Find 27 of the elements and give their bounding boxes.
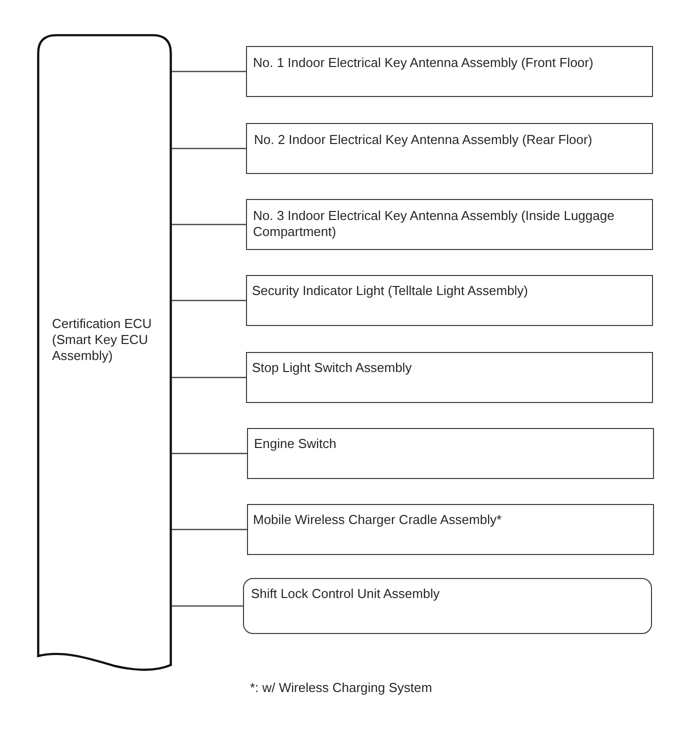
connector-line	[172, 605, 243, 607]
component-label: Security Indicator Light (Telltale Light Assembly)	[252, 283, 530, 299]
component-box	[243, 578, 652, 634]
component-box	[246, 352, 653, 403]
component-label: No. 2 Indoor Electrical Key Antenna Assembly (Rear Floor)	[254, 132, 594, 148]
component-box	[246, 199, 653, 250]
footnote: *: w/ Wireless Charging System	[250, 680, 432, 696]
component-box	[246, 46, 653, 97]
component-label: Stop Light Switch Assembly	[252, 360, 413, 376]
component-label: No. 3 Indoor Electrical Key Antenna Assembly (Inside Luggage Compartment)	[253, 208, 616, 240]
component-label: Mobile Wireless Charger Cradle Assembly*	[253, 512, 503, 528]
connector-line	[172, 452, 247, 454]
component-label: No. 1 Indoor Electrical Key Antenna Assembly (Front Floor)	[253, 55, 594, 71]
component-label: Shift Lock Control Unit Assembly	[251, 586, 441, 602]
ecu-label: Certification ECU (Smart Key ECU Assembly)	[52, 316, 153, 364]
ecu-block	[37, 34, 172, 672]
connector-line	[172, 528, 247, 530]
component-box	[247, 504, 654, 555]
component-box	[246, 275, 653, 326]
connector-line	[172, 300, 246, 302]
component-label: Engine Switch	[254, 436, 338, 452]
connector-line	[172, 376, 246, 378]
component-box	[246, 123, 653, 174]
connector-line	[172, 224, 246, 226]
connector-line	[172, 148, 246, 150]
connector-line	[172, 70, 246, 72]
component-box	[247, 428, 654, 479]
